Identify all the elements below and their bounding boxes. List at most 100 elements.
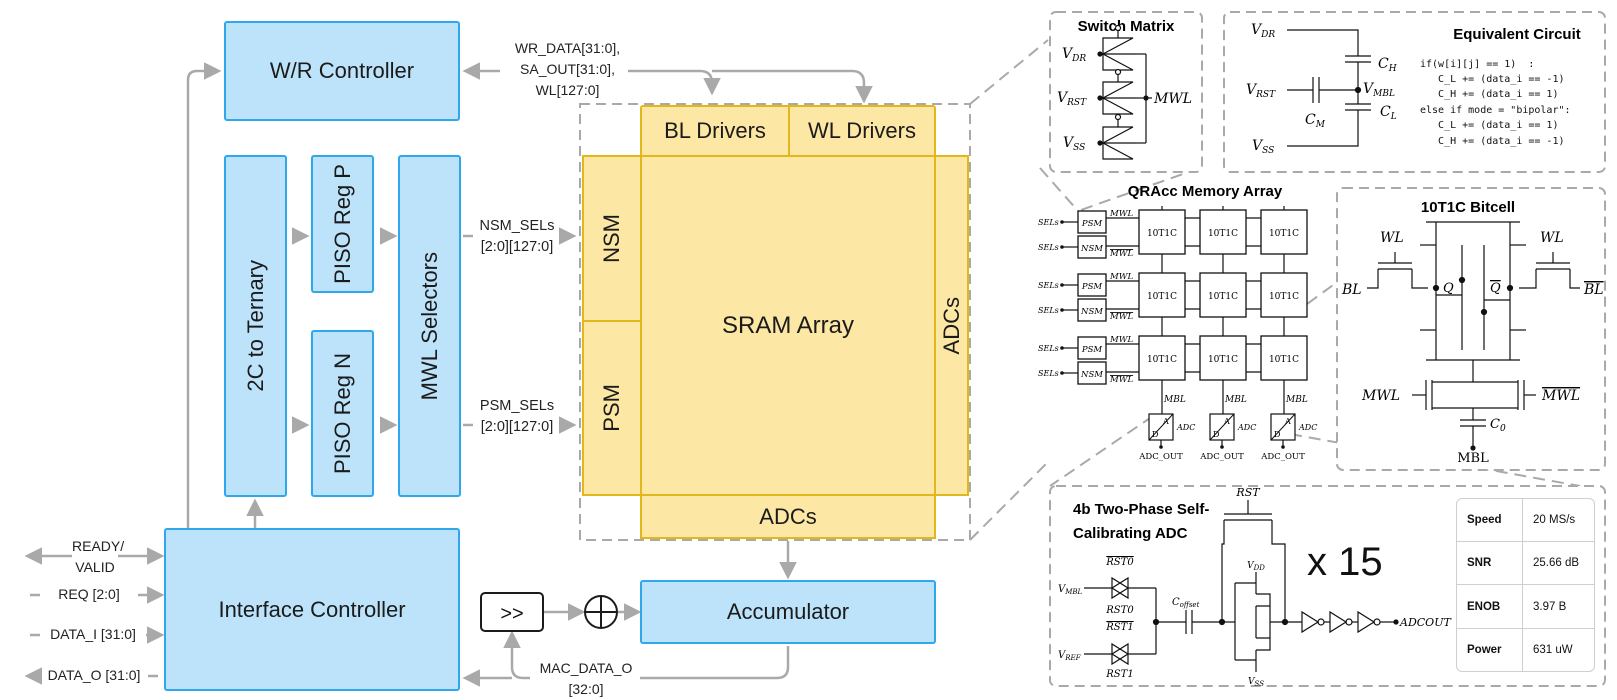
nsm-block: NSM [582, 155, 642, 322]
mwlb-label: MWL [1109, 312, 1133, 322]
nsm-sels-label: NSM_SELs [2:0][127:0] [472, 216, 562, 258]
adc-vmbl: VMBL [1058, 584, 1083, 596]
adc-rst1-bar: RST1 [1105, 622, 1133, 633]
bitcell-10t1c [1138, 335, 1186, 381]
adc-coffset: Coffset [1172, 597, 1200, 609]
switch-matrix-panel [1049, 11, 1203, 173]
bitcell-qb: Q [1490, 281, 1501, 296]
eq-vrst: VRST [1246, 82, 1276, 100]
sel-node [1060, 371, 1064, 375]
adc-diag [1148, 413, 1174, 441]
spec-value: 25.66 dB [1522, 541, 1594, 586]
adc-adcout: ADCOUT [1399, 616, 1452, 629]
adc-d-label: D [1213, 430, 1219, 439]
psm-sels-label: PSM_SELs [2:0][127:0] [472, 396, 562, 438]
adc-a-label: A [1223, 417, 1230, 426]
adc-out-label: ADC_OUT [1199, 452, 1244, 462]
piso-n-block: PISO Reg N [311, 330, 374, 497]
bitcell-mwlb: MWL [1541, 388, 1580, 404]
bitcell-q: Q [1443, 281, 1454, 296]
bitcell-10t1c [1138, 272, 1186, 318]
sel-node [1060, 346, 1064, 350]
svg-text:else if mode = "bipolar":: else if mode = "bipolar": [1420, 105, 1571, 116]
data-o-label: DATA_O [31:0] [47, 667, 141, 683]
adc-rst: RST [1235, 486, 1261, 499]
spec-value: 20 MS/s [1522, 499, 1594, 542]
mac-data-line-1: MAC_DATA_O [539, 660, 633, 676]
svg-text:C_L += (data_i == -1): C_L += (data_i == -1) [1420, 74, 1565, 85]
shift-box [480, 592, 544, 632]
eq-cl: CL [1380, 104, 1397, 122]
adc-out-node [1159, 445, 1163, 449]
bitcell-10t1c [1138, 209, 1186, 255]
memory-array-title: QRAcc Memory Array [1128, 183, 1283, 200]
psm-cell-label: PSM [1081, 219, 1103, 229]
adc-multiplier: x 15 [1307, 540, 1383, 584]
memory-array: MBLADADCADC_OUTMBLADADCADC_OUTMBLADADCAD… [1038, 206, 1317, 462]
bitcell-10t1c [1199, 272, 1247, 318]
bitcell-c0: C0 [1490, 417, 1506, 434]
adcs-bottom-block: ADCs [640, 494, 936, 539]
bitcell-wl-right: WL [1540, 230, 1564, 246]
eq-vmbl: VMBL [1363, 81, 1395, 99]
wr-bus-label: WR_DATA[31:0], SA_OUT[31:0], WL[127:0] [505, 38, 630, 101]
adc-out-label: ADC_OUT [1260, 452, 1305, 462]
mwlb-label: MWL [1109, 375, 1133, 385]
adc-label: ADC [1298, 423, 1317, 432]
sram-array-block: SRAM Array [640, 155, 936, 496]
nsm-cell-label: NSM [1080, 370, 1103, 380]
adc-label: ADC [1237, 423, 1256, 432]
eq-cm: CM [1305, 112, 1326, 130]
sum-node [584, 595, 618, 629]
wr-controller-block: W/R Controller [224, 21, 460, 121]
bitcell-10t1c [1199, 209, 1247, 255]
spec-key: Power [1457, 628, 1523, 671]
interface-controller-block: Interface Controller [164, 528, 460, 691]
adc-vss: VSS [1248, 677, 1264, 688]
adc-circuit [1084, 500, 1399, 672]
svg-text:C_H += (data_i == 1): C_H += (data_i == 1) [1420, 89, 1558, 100]
psm-block: PSM [582, 320, 642, 496]
adc-rst0: RST0 [1105, 605, 1134, 616]
shift-label: >> [500, 603, 523, 625]
mbl-label: MBL [1224, 395, 1247, 405]
bitcell-label: 10T1C [1147, 355, 1177, 365]
sel-node [1060, 245, 1064, 249]
valid-line: VALID [75, 559, 115, 575]
connectors [24, 62, 873, 687]
bitcell-label: 10T1C [1208, 229, 1238, 239]
nsm-sels-line-2: [2:0][127:0] [480, 239, 554, 255]
adc-label: ADC [1176, 423, 1195, 432]
adc-vdd: VDD [1247, 561, 1265, 572]
adc-a-label: A [1162, 417, 1169, 426]
sm-vss: VSS [1063, 135, 1085, 153]
bitcell-wl-left: WL [1380, 230, 1404, 246]
adc-title-1: 4b Two-Phase Self- [1073, 501, 1209, 518]
adc-diag [1209, 413, 1235, 441]
two-c-to-ternary-label: 2C to Ternary [242, 260, 268, 392]
wr-bus-line-3: WL[127:0] [535, 82, 600, 98]
mac-data-label: MAC_DATA_O [32:0] [528, 658, 644, 700]
piso-n-label: PISO Reg N [329, 352, 355, 475]
sel-node [1060, 283, 1064, 287]
nsm-cell-label: NSM [1080, 307, 1103, 317]
sel-label: SELs [1038, 218, 1059, 227]
sel-label: SELs [1038, 369, 1059, 378]
spec-value: 631 uW [1533, 644, 1573, 657]
mac-data-line-2: [32:0] [568, 681, 604, 697]
spec-row: Power 631 uW [1457, 628, 1594, 671]
mwl-label: MWL [1109, 209, 1133, 219]
ready-valid-label: READY/ VALID [72, 536, 124, 578]
bitcell-label: 10T1C [1208, 292, 1238, 302]
spec-key: Speed [1457, 499, 1523, 542]
psm-cell-label: PSM [1081, 345, 1103, 355]
spec-key: SNR [1457, 541, 1523, 586]
sel-label: SELs [1038, 306, 1059, 315]
piso-p-label: PISO Reg P [329, 164, 355, 284]
bitcell-10t1c [1199, 335, 1247, 381]
bitcell-10t1c [1260, 335, 1308, 381]
svg-text:if(w[i][j] == 1) :: if(w[i][j] == 1) : [1420, 59, 1534, 70]
bitcell-blb: BL [1583, 282, 1604, 298]
sm-mwl: MWL [1153, 91, 1192, 107]
bitcell-label: 10T1C [1269, 355, 1299, 365]
